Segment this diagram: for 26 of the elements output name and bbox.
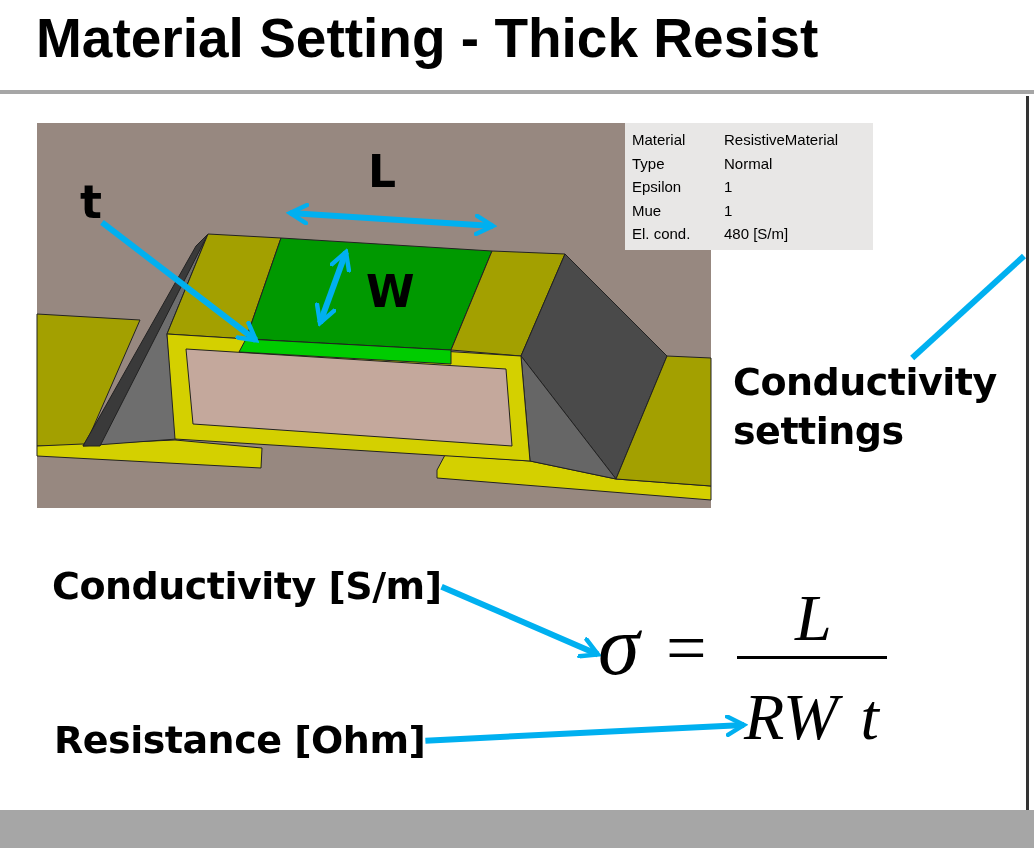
property-value: Normal [724, 154, 773, 172]
dimension-label: W [366, 270, 415, 314]
equals-sign: = [666, 612, 707, 684]
arrow [100, 220, 259, 343]
formula-denominator: RW t [744, 684, 879, 750]
callout-text: Conductivity [S/m] [52, 562, 442, 612]
dimension-label: L [368, 150, 397, 194]
property-name: Type [632, 154, 665, 172]
math-symbol: σ [598, 604, 640, 688]
property-name: Epsilon [632, 178, 682, 196]
property-name: El. cond. [632, 225, 691, 243]
formula-numerator: L [795, 585, 832, 651]
arrow [440, 583, 601, 659]
slide-title: Material Setting - Thick Resist [36, 6, 819, 70]
property-name: Material [632, 131, 686, 149]
dimension-symbol: t [80, 178, 102, 227]
property-value: 480 [S/m] [724, 225, 789, 243]
callout-text: Conductivity settings [733, 358, 1013, 457]
property-value: 1 [724, 201, 733, 219]
arrow [425, 714, 747, 744]
leader-line [910, 253, 1027, 361]
property-value: 1 [724, 178, 733, 196]
property-value: ResistiveMaterial [724, 131, 839, 149]
resistive-layer [238, 338, 452, 365]
callout-text: Resistance [Ohm] [54, 716, 426, 766]
property-name: Mue [632, 201, 662, 219]
